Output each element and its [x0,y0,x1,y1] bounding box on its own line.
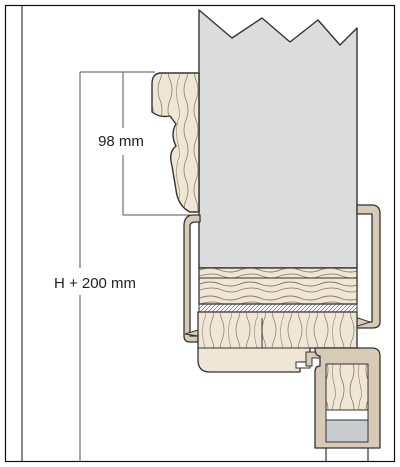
dimension-label-98mm: 98 mm [98,133,144,150]
metal-trim-right [355,204,381,329]
seal-strip [198,303,358,313]
wall-panel [198,9,358,269]
lower-frame-grain [198,312,357,348]
door-leaf-seal [325,409,369,421]
label-bg-total [48,272,142,294]
beam-grain [199,268,357,304]
label-bg-98 [95,130,147,152]
metal-trim-left [183,214,201,343]
door-glass [325,419,369,443]
dimension-lines [79,71,190,462]
frame-border [4,4,396,463]
dimension-label-total: H + 200 mm [54,275,136,292]
door-leaf-grain [326,364,368,410]
architrave-grain [152,73,199,212]
